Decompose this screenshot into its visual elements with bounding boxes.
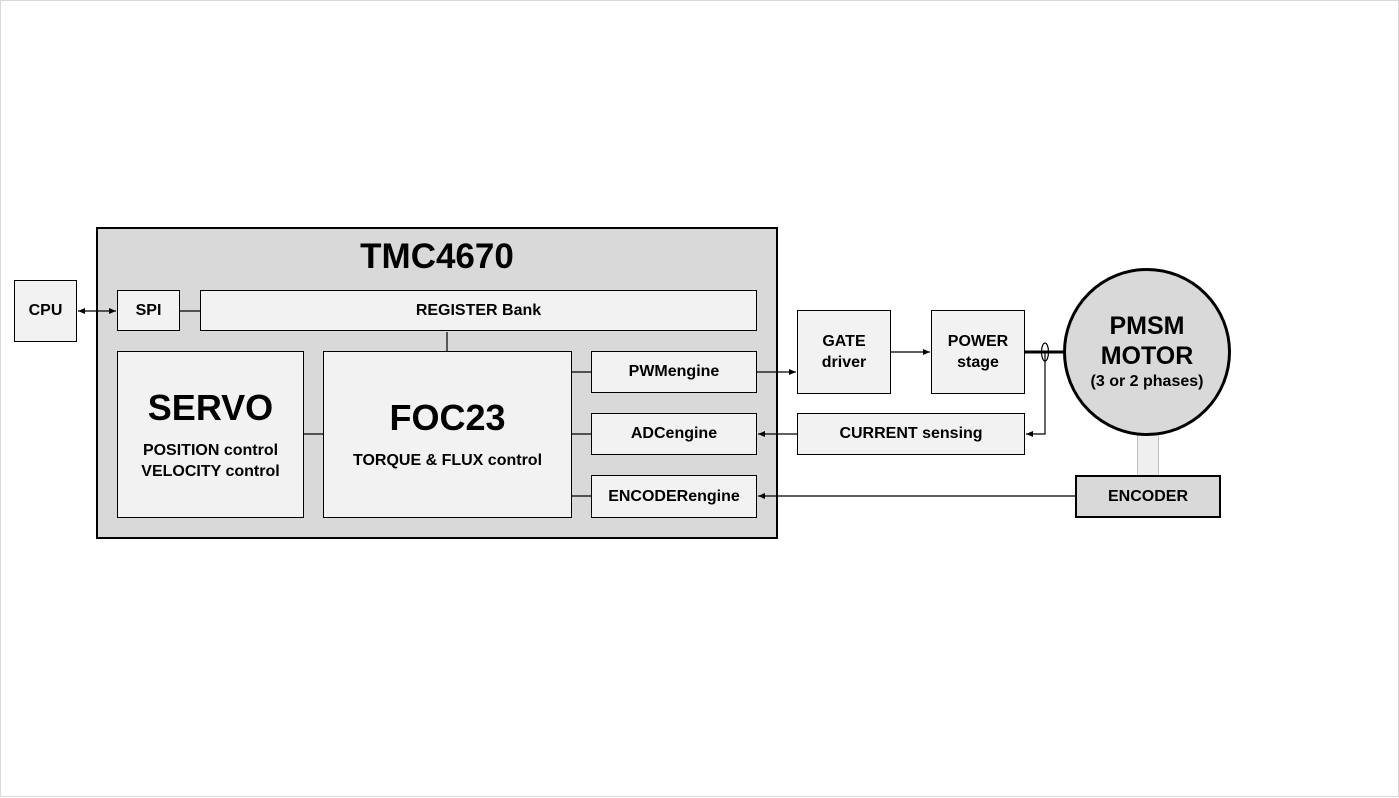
spi-block: SPI — [117, 290, 180, 331]
foc23-title: FOC23 — [389, 397, 506, 438]
motor-title-line1: PMSM — [1109, 312, 1185, 340]
current-sensing-block: CURRENT sensing — [797, 413, 1025, 455]
chip-title: TMC4670 — [360, 237, 514, 276]
pmsm-motor: PMSM MOTOR (3 or 2 phases) — [1063, 268, 1231, 436]
servo-velocity-control: VELOCITY control — [141, 462, 280, 480]
gate-driver-block: GATE driver — [797, 310, 891, 394]
pwm-engine-label: PWMengine — [628, 363, 720, 380]
pwm-engine-block: PWMengine — [591, 351, 757, 393]
encoder-engine-block: ENCODERengine — [591, 475, 757, 518]
current-tap-line — [1026, 352, 1046, 437]
cpu-block: CPU — [14, 280, 77, 342]
spi-label: SPI — [135, 301, 162, 319]
motor-shaft — [1137, 435, 1159, 476]
motor-phases-note: (3 or 2 phases) — [1090, 373, 1204, 390]
motor-title-line2: MOTOR — [1100, 342, 1194, 370]
gate-driver-line2: driver — [821, 354, 867, 371]
servo-title: SERVO — [147, 386, 274, 428]
encoder-label: ENCODER — [1107, 487, 1188, 505]
foc23-torque-flux-control: TORQUE & FLUX control — [352, 452, 543, 469]
power-stage-line2: stage — [957, 354, 999, 371]
servo-position-control: POSITION control — [142, 441, 279, 459]
current-sensing-label: CURRENT sensing — [839, 425, 983, 442]
power-stage-block: POWER stage — [931, 310, 1025, 394]
register-bank-label: REGISTER Bank — [415, 301, 542, 319]
current-probe-ellipse — [1040, 342, 1050, 362]
register-bank-block: REGISTER Bank — [200, 290, 757, 331]
foc23-block: FOC23 TORQUE & FLUX control — [323, 351, 572, 518]
encoder-engine-label: ENCODERengine — [608, 487, 740, 505]
power-stage-line1: POWER — [947, 333, 1009, 350]
encoder-block: ENCODER — [1075, 475, 1221, 518]
gate-driver-line1: GATE — [822, 333, 866, 350]
adc-engine-label: ADCengine — [630, 425, 718, 442]
adc-engine-block: ADCengine — [591, 413, 757, 455]
cpu-label: CPU — [28, 302, 63, 319]
servo-block: SERVO POSITION control VELOCITY control — [117, 351, 304, 518]
